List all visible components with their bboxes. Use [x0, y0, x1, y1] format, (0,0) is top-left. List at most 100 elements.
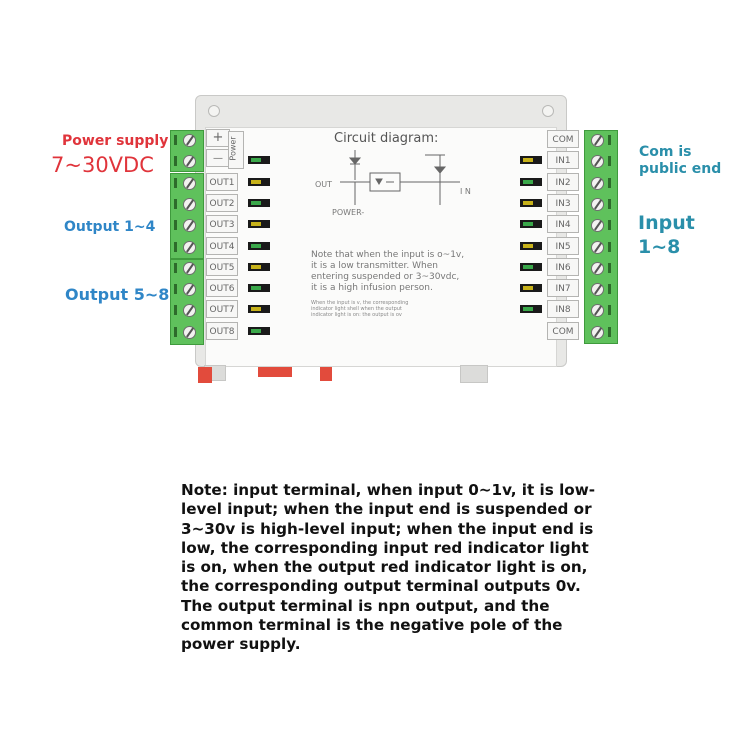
voltage-label: 7~30VDC	[51, 153, 154, 177]
output-indicator-led	[248, 241, 270, 250]
input-indicator-led	[520, 262, 542, 271]
left-terminal-pin	[174, 198, 177, 209]
right-terminal-screw	[591, 325, 604, 339]
output-indicator-led	[248, 284, 270, 293]
output-terminal-label: OUT2	[206, 193, 238, 212]
input-label: Input	[638, 212, 695, 234]
power-supply-label: Power supply	[62, 133, 169, 149]
faceplate-micro-line-1: When the input is v, the corresponding	[311, 300, 409, 306]
rail-clip-left	[198, 367, 212, 383]
output-indicator-led	[248, 220, 270, 229]
right-terminal-screw	[591, 240, 604, 254]
output-indicator-led	[248, 177, 270, 186]
left-terminal-pin	[174, 326, 177, 337]
right-terminal-pin	[608, 198, 611, 209]
input-terminal-label: IN5	[547, 236, 579, 255]
input-terminal-label: IN2	[547, 172, 579, 191]
output-terminal-label: OUT5	[206, 257, 238, 276]
input-terminal-label: IN1	[547, 151, 579, 170]
input-terminal-label: IN4	[547, 215, 579, 234]
left-terminal-pin	[174, 284, 177, 295]
input-terminal-label: COM	[547, 130, 579, 148]
power-tag: Power	[228, 131, 244, 169]
plus-terminal-label: +	[206, 129, 230, 147]
output-terminal-label: OUT3	[206, 215, 238, 234]
rail-clip-right	[320, 367, 332, 381]
left-terminal-pin	[174, 135, 177, 145]
right-terminal-screw	[591, 176, 604, 190]
input-indicator-led	[520, 177, 542, 186]
circuit-out-label: OUT	[315, 180, 333, 189]
input-indicator-led	[520, 305, 542, 314]
faceplate-note-line-2: it is a low transmitter. When	[311, 261, 438, 271]
input-terminal-label: IN7	[547, 279, 579, 298]
right-terminal-screw	[591, 283, 604, 297]
output-terminal-label: OUT1	[206, 172, 238, 191]
output-5-8-label: Output 5~8	[65, 285, 170, 304]
right-terminal-pin	[608, 262, 611, 273]
left-terminal-screw	[183, 155, 196, 169]
io-module: + — Power Circuit diagram: OUT POWER- I …	[170, 95, 618, 385]
output-1-4-label: Output 1~4	[64, 219, 156, 235]
faceplate-note-line-3: entering suspended or 3~30vdc,	[311, 272, 460, 282]
right-terminal-pin	[608, 241, 611, 252]
faceplate-micro-line-3: indicator light is on: the output is ov	[311, 312, 402, 318]
left-terminal-screw	[183, 176, 196, 190]
circuit-schematic	[340, 150, 460, 205]
right-terminal-screw	[591, 261, 604, 275]
left-terminal-screw	[183, 304, 196, 318]
right-terminal-pin	[608, 156, 611, 167]
input-range-label: 1~8	[638, 236, 681, 258]
input-indicator-led	[520, 198, 542, 207]
output-terminal-label: OUT7	[206, 300, 238, 319]
circuit-in-label: I N	[460, 187, 471, 196]
mount-hole-right	[542, 105, 554, 117]
left-terminal-screw	[183, 219, 196, 233]
left-terminal-pin	[174, 156, 177, 167]
minus-terminal-label: —	[206, 149, 230, 167]
input-indicator-led	[520, 284, 542, 293]
left-terminal-screw	[183, 261, 196, 275]
right-terminal-pin	[608, 284, 611, 295]
right-terminal-screw	[591, 304, 604, 318]
left-terminal-screw	[183, 134, 196, 147]
rail-foot-right	[460, 365, 488, 383]
circuit-title: Circuit diagram:	[334, 131, 439, 146]
bottom-note: Note: input terminal, when input 0~1v, i…	[181, 481, 596, 654]
output-indicator-led	[248, 198, 270, 207]
output-indicator-led	[248, 262, 270, 271]
right-terminal-pin	[608, 177, 611, 188]
com-public-label: Com is public end	[639, 144, 722, 177]
left-terminal-pin	[174, 177, 177, 188]
input-terminal-label: COM	[547, 321, 579, 340]
left-terminal-screw	[183, 197, 196, 211]
right-terminal-pin	[608, 220, 611, 231]
output-indicator-led	[248, 326, 270, 335]
faceplate-note-line-1: Note that when the input is o~1v,	[311, 250, 465, 260]
input-terminal-label: IN6	[547, 257, 579, 276]
left-terminal-pin	[174, 220, 177, 231]
rail-clip-center	[258, 367, 292, 377]
output-indicator-led	[248, 305, 270, 314]
left-terminal-screw	[183, 240, 196, 254]
right-terminal-screw	[591, 197, 604, 211]
mount-hole-left	[208, 105, 220, 117]
output-indicator-led	[248, 156, 270, 165]
output-terminal-label: OUT8	[206, 321, 238, 340]
left-terminal-pin	[174, 305, 177, 316]
input-terminal-label: IN3	[547, 193, 579, 212]
power-tag-text: Power	[228, 136, 238, 161]
right-terminal-pin	[608, 326, 611, 337]
right-terminal-pin	[608, 305, 611, 316]
output-terminal-label: OUT4	[206, 236, 238, 255]
output-terminal-label: OUT6	[206, 279, 238, 298]
faceplate-micro-line-2: indicator light shell when the output	[311, 306, 402, 312]
circuit-power-label: POWER-	[332, 208, 365, 217]
right-terminal-screw	[591, 219, 604, 233]
left-terminal-pin	[174, 241, 177, 252]
faceplate-note-line-4: it is a high infusion person.	[311, 283, 433, 293]
left-terminal-screw	[183, 283, 196, 297]
left-terminal-pin	[174, 262, 177, 273]
input-terminal-label: IN8	[547, 300, 579, 319]
input-indicator-led	[520, 156, 542, 165]
